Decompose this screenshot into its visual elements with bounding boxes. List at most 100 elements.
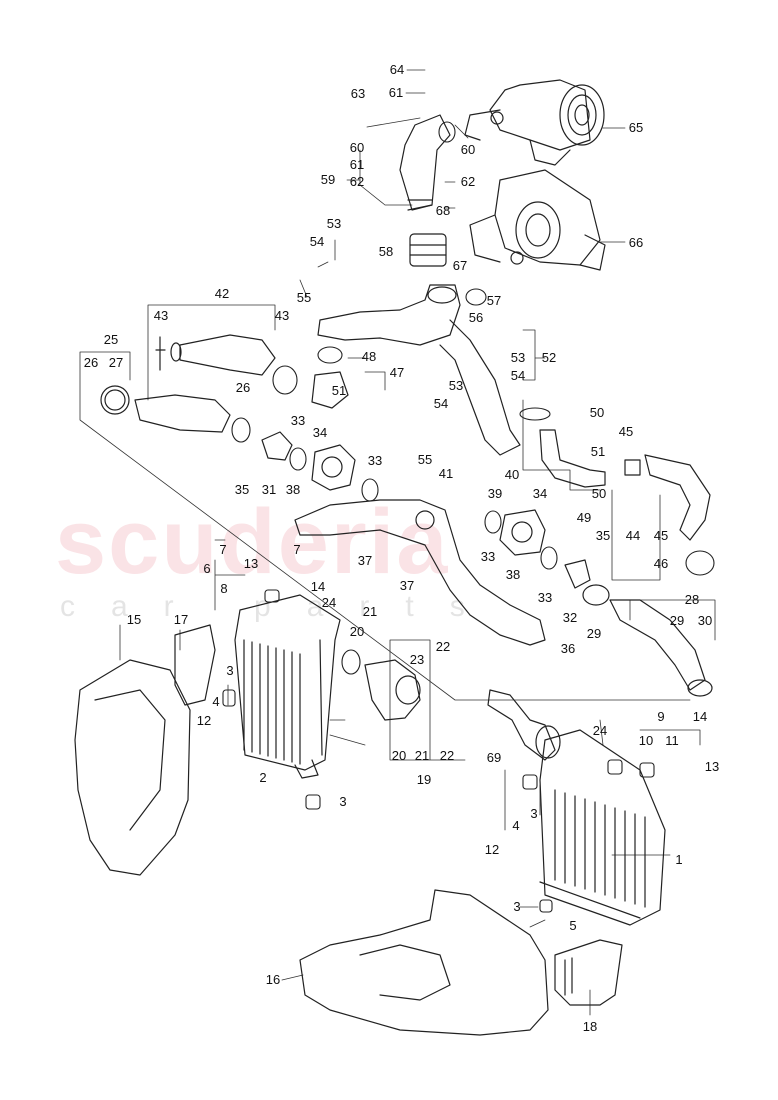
turbocharger-lower [469,169,606,271]
callout-33: 33 [290,413,306,428]
callout-55: 55 [296,290,312,305]
heat-shield-bottom [299,889,549,1036]
callout-7: 7 [293,542,301,557]
callout-4: 4 [512,818,520,833]
callout-60: 60 [349,140,365,155]
callout-20: 20 [391,748,407,763]
callout-33: 33 [480,549,496,564]
callout-7: 7 [219,542,227,557]
callout-16: 16 [265,972,281,987]
callout-50: 50 [591,486,607,501]
callout-67: 67 [452,258,468,273]
hose-42 [155,334,276,376]
callout-66: 66 [628,235,644,250]
callout-5: 5 [569,918,577,933]
callout-44: 44 [625,528,641,543]
callout-3: 3 [513,899,521,914]
callout-53: 53 [326,216,342,231]
callout-21: 21 [414,748,430,763]
callout-57: 57 [486,293,502,308]
callout-14: 14 [310,579,326,594]
leader-lines [79,69,716,1016]
callout-68: 68 [435,203,451,218]
callout-28: 28 [684,592,700,607]
callout-35: 35 [234,482,250,497]
callout-29: 29 [669,613,685,628]
intake-manifold [294,499,546,646]
callout-55: 55 [417,452,433,467]
callout-1: 1 [675,852,683,867]
callout-37: 37 [399,578,415,593]
turbocharger-upper [464,79,605,166]
callout-54: 54 [309,234,325,249]
callout-59: 59 [320,172,336,187]
rubber-mounts [222,589,655,913]
callout-32: 32 [562,610,578,625]
callout-35: 35 [595,528,611,543]
callout-13: 13 [243,556,259,571]
callout-54: 54 [433,396,449,411]
callout-45: 45 [653,528,669,543]
callout-18: 18 [582,1019,598,1034]
callout-29: 29 [586,626,602,641]
callout-43: 43 [153,308,169,323]
callout-63: 63 [350,86,366,101]
callout-54: 54 [510,368,526,383]
callout-19: 19 [416,772,432,787]
callout-30: 30 [697,613,713,628]
callout-10: 10 [638,733,654,748]
callout-65: 65 [628,120,644,135]
intercooler-right [539,729,666,926]
bracket-17 [174,624,216,706]
clamps [231,121,715,675]
pipe-19 [364,659,421,721]
callout-50: 50 [589,405,605,420]
callout-22: 22 [439,748,455,763]
callout-14: 14 [692,709,708,724]
hose-44 [624,454,711,541]
callout-58: 58 [378,244,394,259]
callout-3: 3 [530,806,538,821]
callout-6: 6 [203,561,211,576]
callout-11: 11 [665,733,679,748]
callout-62: 62 [349,174,365,189]
hose-25 [100,385,231,433]
callout-42: 42 [214,286,230,301]
callout-38: 38 [285,482,301,497]
y-pipe [317,284,521,456]
callout-12: 12 [484,842,500,857]
callout-49: 49 [576,510,592,525]
callout-69: 69 [486,750,502,765]
callout-40: 40 [504,467,520,482]
callout-34: 34 [532,486,548,501]
pipe-69 [487,689,561,761]
callout-51: 51 [331,383,347,398]
callout-36: 36 [560,641,576,656]
watermark-tagline: car parts [60,590,501,623]
callout-61: 61 [349,157,365,172]
callout-2: 2 [259,770,267,785]
callout-53: 53 [448,378,464,393]
callout-38: 38 [505,567,521,582]
callout-51: 51 [590,444,606,459]
callout-52: 52 [541,350,557,365]
callout-46: 46 [653,556,669,571]
throttle-adapters [261,371,546,556]
callout-64: 64 [389,62,405,77]
callout-47: 47 [389,365,405,380]
callout-26: 26 [83,355,99,370]
connector-58 [409,233,447,267]
callout-41: 41 [438,466,454,481]
callout-3: 3 [226,663,234,678]
callout-56: 56 [468,310,484,325]
callout-15: 15 [126,612,142,627]
callout-21: 21 [362,604,378,619]
callout-43: 43 [274,308,290,323]
callout-60: 60 [460,142,476,157]
intercooler-left [234,594,341,779]
callout-33: 33 [367,453,383,468]
callout-13: 13 [704,759,720,774]
callout-20: 20 [349,624,365,639]
